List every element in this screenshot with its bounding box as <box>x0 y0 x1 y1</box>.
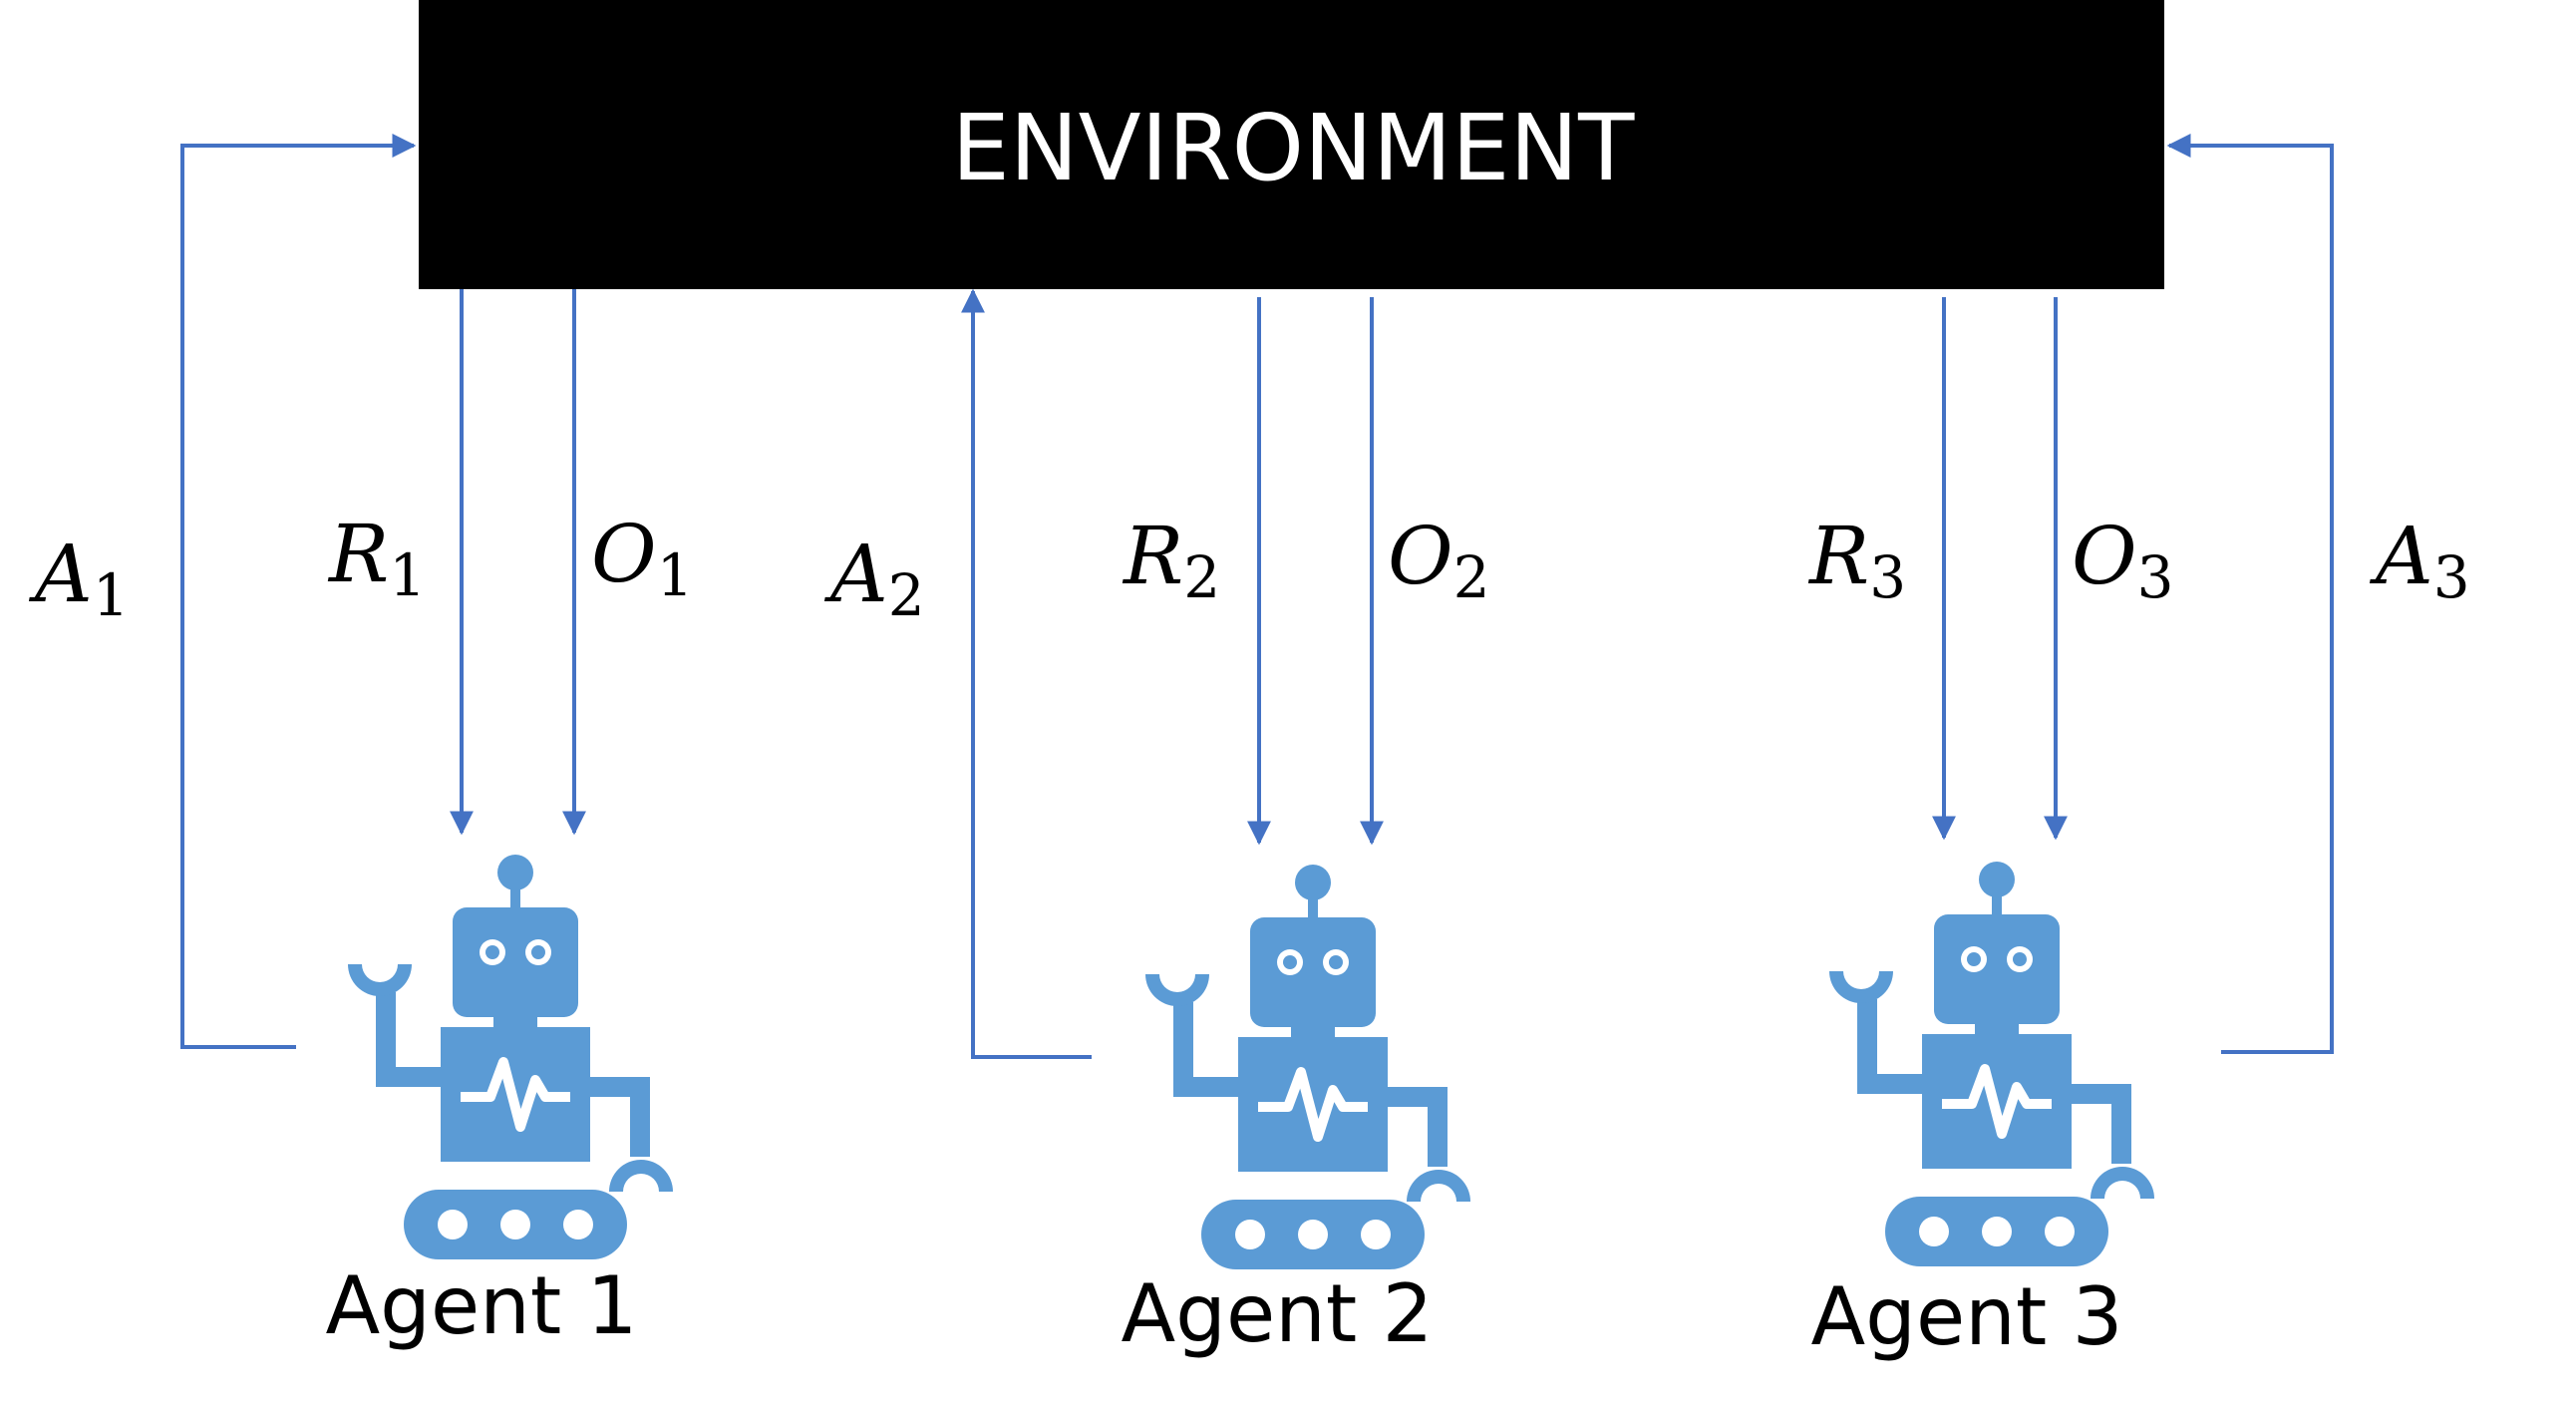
action-3-arrow <box>2166 134 2334 1054</box>
reward-3-subscript: 3 <box>1869 543 1906 611</box>
robot-icon <box>1145 865 1470 1269</box>
action-3-label: A3 <box>2369 510 2470 611</box>
action-1-arrow <box>180 134 417 1049</box>
action-3-subscript: 3 <box>2433 543 2470 611</box>
action-2-label: A2 <box>823 528 925 629</box>
observation-2-symbol: O <box>1388 510 1453 602</box>
reward-1-label: R1 <box>327 508 426 609</box>
observation-3-subscript: 3 <box>2137 543 2174 611</box>
reward-3-label: R3 <box>1807 510 1906 611</box>
environment-box <box>419 0 2164 289</box>
agent-1-label: Agent 1 <box>325 1259 637 1352</box>
observation-2-subscript: 2 <box>1453 543 1490 611</box>
observation-1-label: O1 <box>591 508 694 609</box>
reward-1-subscript: 1 <box>389 541 426 609</box>
action-2-subscript: 2 <box>888 561 925 629</box>
observation-1-subscript: 1 <box>657 541 694 609</box>
reward-3-symbol: R <box>1807 510 1869 602</box>
action-2-symbol: A <box>823 528 888 620</box>
action-1-subscript: 1 <box>93 561 130 629</box>
action-1-label: A1 <box>28 528 130 629</box>
observation-3-label: O3 <box>2072 510 2174 611</box>
observation-3-symbol: O <box>2072 510 2137 602</box>
action-3-symbol: A <box>2369 510 2433 602</box>
observation-2-label: O2 <box>1388 510 1490 611</box>
action-2-arrow <box>961 288 1092 1059</box>
environment-label: ENVIRONMENT <box>952 95 1636 201</box>
reward-1-symbol: R <box>327 508 389 600</box>
reward-2-label: R2 <box>1122 510 1220 611</box>
robot-icon <box>348 855 673 1259</box>
action-1-symbol: A <box>28 528 93 620</box>
reward-2-symbol: R <box>1122 510 1183 602</box>
agent-3-label: Agent 3 <box>1810 1270 2122 1363</box>
observation-1-symbol: O <box>591 508 657 600</box>
robot-icon <box>1829 862 2154 1266</box>
agent-2-label: Agent 2 <box>1121 1267 1433 1360</box>
reward-2-subscript: 2 <box>1183 543 1220 611</box>
